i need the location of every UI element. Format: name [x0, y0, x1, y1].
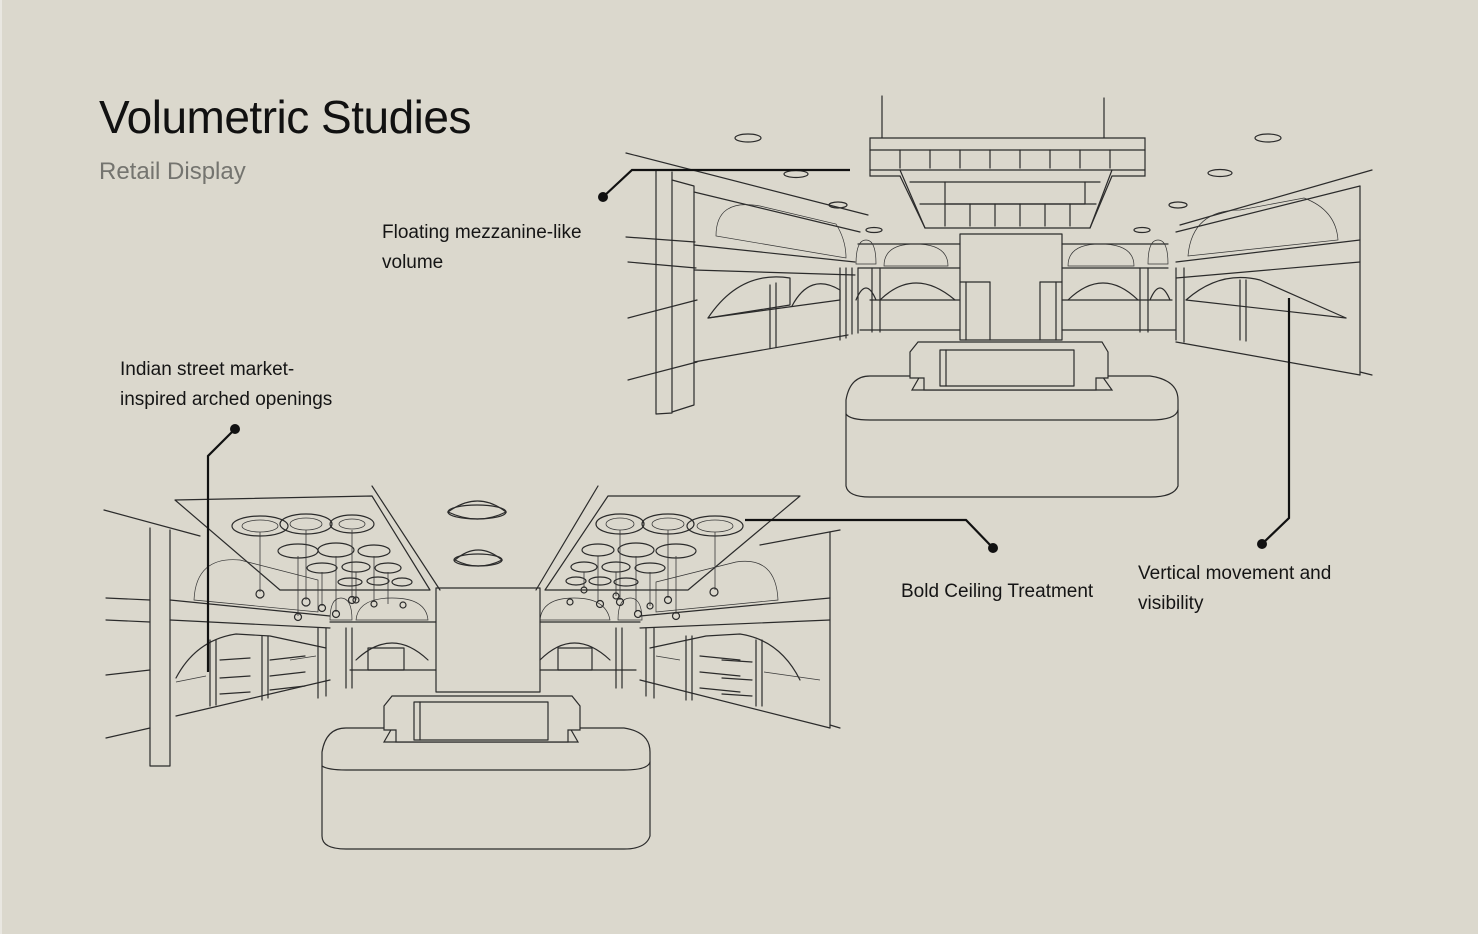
annotation-mezzanine-line-1: Floating mezzanine-like	[382, 222, 582, 243]
leader-mezzanine	[598, 168, 850, 202]
annotation-arched-line-2: inspired arched openings	[120, 389, 333, 410]
annotation-ceiling: Bold Ceiling Treatment	[901, 577, 1093, 607]
annotation-mezzanine: Floating mezzanine-like volume	[382, 218, 582, 278]
annotation-vertical-line-2: visibility	[1138, 593, 1204, 614]
leader-ceiling	[745, 518, 998, 553]
page-edge	[0, 0, 2, 934]
annotation-mezzanine-line-2: volume	[382, 252, 444, 273]
sketch-bottom-ceiling-view	[103, 485, 841, 850]
annotation-ceiling-line-1: Bold Ceiling Treatment	[901, 581, 1094, 602]
leader-vertical	[1257, 298, 1291, 549]
annotation-arched-line-1: Indian street market-	[120, 359, 295, 380]
page-title: Volumetric Studies	[99, 91, 471, 143]
page-subtitle: Retail Display	[99, 158, 246, 185]
annotation-vertical: Vertical movement and visibility	[1138, 559, 1331, 619]
annotation-arched-openings: Indian street market- inspired arched op…	[120, 355, 332, 415]
sketch-top-mezzanine-view	[625, 95, 1373, 498]
leader-arched-openings	[206, 424, 240, 672]
annotation-vertical-line-1: Vertical movement and	[1138, 563, 1332, 584]
